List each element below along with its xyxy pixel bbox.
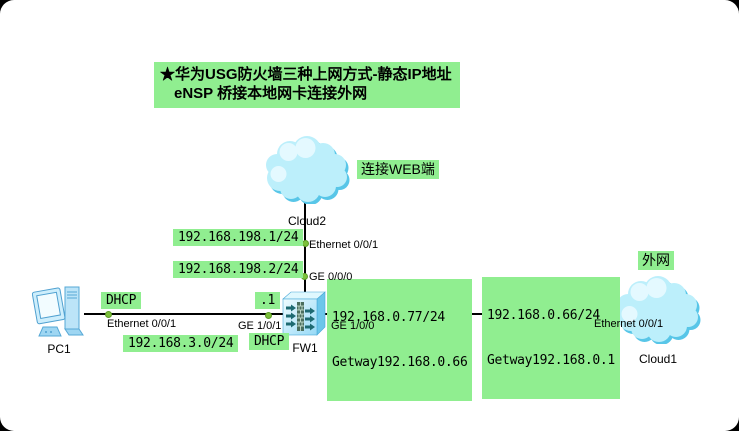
annotation-net-3: 192.168.3.0/24 — [123, 335, 239, 352]
cloud-icon — [266, 136, 350, 205]
annotation-dhcp-fw: DHCP — [249, 333, 290, 350]
annotation-dot1: .1 — [255, 292, 281, 309]
device-label-cloud1: Cloud1 — [638, 352, 678, 366]
annotation-dhcp-pc: DHCP — [101, 292, 142, 309]
annotation-fw-wan-addr: 192.168.0.77/24 Getway192.168.0.66 — [327, 279, 473, 401]
link-pc1-fw1 — [84, 313, 306, 315]
annotation-cloud1-ip: 192.168.0.66/24 — [487, 308, 600, 323]
firewall-icon — [282, 291, 326, 336]
title-line-2: eNSP 桥接本地网卡连接外网 — [174, 85, 368, 102]
device-label-fw1: FW1 — [292, 341, 318, 355]
port-dot-fw-ge101 — [265, 312, 272, 319]
pc-icon — [31, 286, 84, 337]
port-dot-pc-eth — [105, 311, 112, 318]
port-label-pc-eth: Ethernet 0/0/1 — [107, 318, 177, 330]
port-label-fw-ge101: GE 1/0/1 — [238, 320, 282, 332]
port-label-cloud1-eth: Ethernet 0/0/1 — [594, 318, 664, 330]
annotation-cloud1-gw: Getway192.168.0.1 — [487, 353, 615, 368]
device-label-cloud2: Cloud2 — [287, 214, 327, 228]
annotation-net-198-2: 192.168.198.2/24 — [173, 261, 304, 278]
annotation-fw-wan-gw: Getway192.168.0.66 — [332, 355, 468, 370]
device-cloud2[interactable] — [260, 136, 352, 209]
annotation-cloud1-addr: 192.168.0.66/24 Getway192.168.0.1 — [482, 277, 620, 399]
device-fw1[interactable] — [281, 290, 327, 343]
device-label-pc1: PC1 — [47, 342, 71, 356]
annotation-wan: 外网 — [638, 251, 674, 270]
port-label-cloud2-eth: Ethernet 0/0/1 — [309, 239, 379, 251]
cloud-icon — [617, 276, 701, 345]
device-cloud1[interactable] — [611, 276, 703, 349]
title-annotation: ★华为USG防火墙三种上网方式-静态IP地址 eNSP 桥接本地网卡连接外网 — [154, 62, 460, 108]
annotation-connect-web: 连接WEB端 — [357, 160, 439, 179]
port-label-fw-ge100: GE 1/0/0 — [331, 320, 375, 332]
annotation-net-198-1: 192.168.198.1/24 — [173, 229, 304, 246]
port-label-fw-ge000: GE 0/0/0 — [309, 271, 353, 283]
title-line-1: ★华为USG防火墙三种上网方式-静态IP地址 — [160, 66, 452, 83]
annotation-fw-wan-ip: 192.168.0.77/24 — [332, 310, 445, 325]
device-pc1[interactable] — [31, 284, 86, 345]
